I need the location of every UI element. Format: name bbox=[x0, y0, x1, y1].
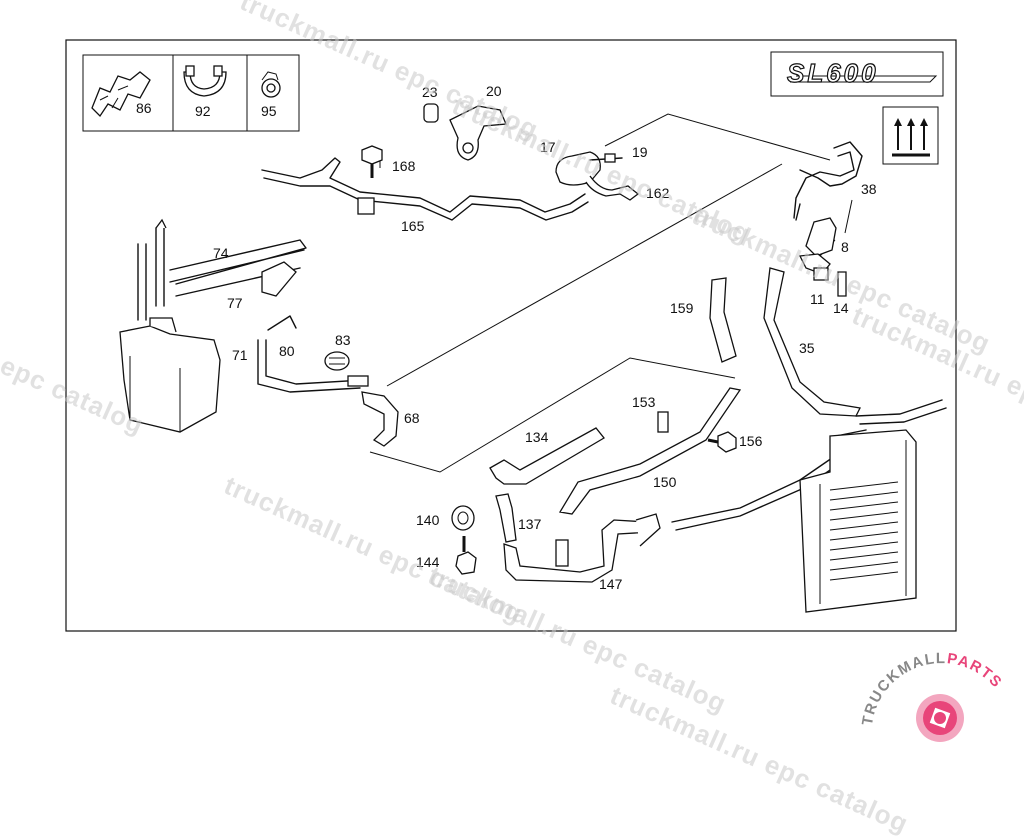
callout-74: 74 bbox=[213, 245, 229, 261]
callout-77: 77 bbox=[227, 295, 243, 311]
callout-68: 68 bbox=[404, 410, 420, 426]
callout-137: 137 bbox=[518, 516, 542, 532]
callout-8: 8 bbox=[841, 239, 849, 255]
callout-92: 92 bbox=[195, 103, 211, 119]
callout-83: 83 bbox=[335, 332, 351, 348]
callout-14: 14 bbox=[833, 300, 849, 316]
hose-68 bbox=[361, 391, 399, 447]
valve-8 bbox=[799, 217, 847, 297]
pipes-74-77 bbox=[137, 218, 307, 321]
callout-80: 80 bbox=[279, 343, 295, 359]
callout-11: 11 bbox=[810, 291, 825, 307]
callout-134: 134 bbox=[525, 429, 549, 445]
callout-19: 19 bbox=[632, 144, 648, 160]
model-badge-text: SL600 bbox=[787, 58, 879, 88]
heat-icon bbox=[892, 118, 930, 157]
clip-153-icon bbox=[657, 411, 669, 433]
callout-35: 35 bbox=[799, 340, 815, 356]
fitting-137 bbox=[495, 493, 517, 543]
heating-symbol-box bbox=[882, 106, 939, 165]
callout-156: 156 bbox=[739, 433, 763, 449]
gear-icon bbox=[916, 694, 964, 742]
clip-95-icon bbox=[261, 71, 281, 98]
callout-153: 153 bbox=[632, 394, 656, 410]
callout-144: 144 bbox=[416, 554, 440, 570]
hose-162-icon bbox=[585, 175, 640, 201]
callout-168: 168 bbox=[392, 158, 416, 174]
small-parts-box bbox=[82, 54, 300, 132]
callout-71: 71 bbox=[232, 347, 248, 363]
logo-svg: TRUCKMALLPARTS bbox=[859, 650, 1006, 742]
callout-150: 150 bbox=[653, 474, 677, 490]
diagram-frame bbox=[65, 39, 957, 632]
hose-159 bbox=[709, 277, 737, 363]
callout-17: 17 bbox=[540, 139, 556, 155]
callout-159: 159 bbox=[670, 300, 694, 316]
cap-140-icon bbox=[451, 505, 475, 531]
bolt-144-icon bbox=[455, 536, 477, 575]
grommet-83-icon bbox=[324, 351, 350, 371]
hose-147 bbox=[503, 513, 661, 583]
pipe-38 bbox=[793, 141, 863, 221]
pipes-71-80 bbox=[257, 315, 369, 393]
callout-86: 86 bbox=[136, 100, 152, 116]
hose-150 bbox=[558, 387, 742, 515]
hose-35 bbox=[763, 267, 861, 417]
callout-95: 95 bbox=[261, 103, 277, 119]
callout-labels: 86 92 95 23 20 17 19 168 162 38 165 8 74… bbox=[136, 83, 877, 592]
callout-23: 23 bbox=[422, 84, 438, 100]
radiator bbox=[799, 429, 917, 613]
pipe-165 bbox=[261, 157, 589, 221]
bolt-168-icon bbox=[361, 145, 383, 178]
valve-assembly-upper bbox=[423, 103, 640, 201]
model-badge bbox=[770, 51, 944, 97]
diagram-svg: 86 92 95 23 20 17 19 168 162 38 165 8 74… bbox=[65, 39, 957, 632]
clamp-92-icon bbox=[183, 65, 227, 97]
clip-86-icon bbox=[91, 71, 151, 118]
callout-165: 165 bbox=[401, 218, 425, 234]
callout-38: 38 bbox=[861, 181, 877, 197]
callout-162: 162 bbox=[646, 185, 670, 201]
grommet-23-icon bbox=[423, 103, 439, 123]
callout-147: 147 bbox=[599, 576, 623, 592]
leader-lines bbox=[369, 113, 853, 473]
sensor-14-icon bbox=[837, 271, 847, 297]
truckmall-logo: TRUCKMALLPARTS bbox=[858, 648, 1018, 748]
hose-134 bbox=[489, 427, 605, 485]
callout-140: 140 bbox=[416, 512, 440, 528]
logo-text-accent: PARTS bbox=[946, 650, 1006, 691]
callout-20: 20 bbox=[486, 83, 502, 99]
sensor-11-icon bbox=[813, 267, 829, 281]
reservoir-tank bbox=[119, 317, 221, 433]
bolt-156-icon bbox=[707, 431, 737, 453]
